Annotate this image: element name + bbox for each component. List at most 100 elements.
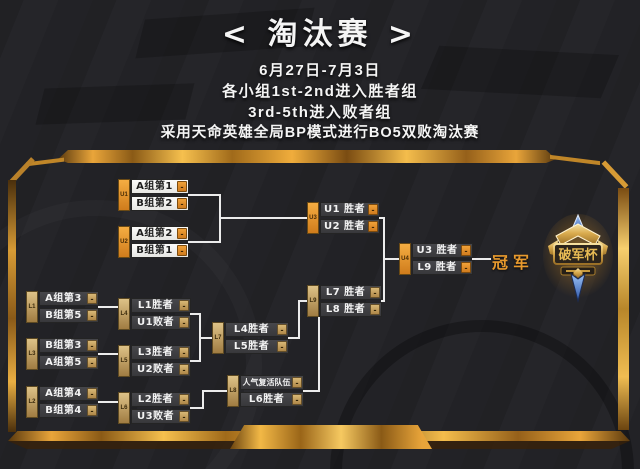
score-box: - xyxy=(179,317,189,328)
team-name: L7 胜者 xyxy=(325,287,366,298)
match-l8-slot-1: 人气复活队伍 - xyxy=(240,375,304,390)
match-l4-tab: L4 xyxy=(118,298,130,330)
match-l1-slot-2: B组第5 - xyxy=(39,308,99,323)
team-name: U1 胜者 xyxy=(323,204,366,215)
match-l7-slot-1: L4胜者 - xyxy=(225,322,289,337)
team-name: B组第4 xyxy=(45,405,82,416)
score-box: - xyxy=(461,262,471,273)
score-box: - xyxy=(87,310,97,321)
team-name: L9 胜者 xyxy=(417,262,457,273)
match-u1-tab: U1 xyxy=(118,179,130,211)
team-name: A组第3 xyxy=(45,293,82,304)
match-u4-tab: U4 xyxy=(399,243,411,275)
team-name: A组第2 xyxy=(136,228,173,239)
match-l5: L5 L3胜者 - U2败者 - xyxy=(118,345,191,377)
team-name: L3胜者 xyxy=(137,347,174,358)
match-l5-slot-2: U2败者 - xyxy=(131,362,191,377)
rule-line-losers: 3rd-5th进入败者组 xyxy=(248,104,392,121)
match-l3-slot-1: B组第3 - xyxy=(39,338,99,353)
score-box: - xyxy=(179,394,189,405)
match-l8-tab: L8 xyxy=(227,375,239,407)
trophy-emblem: 破军杯 xyxy=(543,213,613,303)
score-box: - xyxy=(370,287,380,298)
team-name: A组第5 xyxy=(45,357,82,368)
team-name: L6胜者 xyxy=(248,394,285,405)
match-l1-tab: L1 xyxy=(26,291,38,323)
match-l6-slot-1: L2胜者 - xyxy=(131,392,191,407)
score-box: - xyxy=(87,293,97,304)
match-l1: L1 A组第3 - B组第5 - xyxy=(26,291,99,323)
team-name: L2胜者 xyxy=(137,394,174,405)
match-l3: L3 B组第3 - A组第5 - xyxy=(26,338,99,370)
score-box: - xyxy=(461,245,471,256)
match-l9-slot-1: L7 胜者 - xyxy=(320,285,382,300)
score-box: - xyxy=(177,198,187,209)
match-l8: L8 人气复活队伍 - L6胜者 - xyxy=(227,375,304,407)
team-name: L4胜者 xyxy=(233,324,270,335)
trophy-diamond xyxy=(573,268,583,278)
match-l4-slot-2: U1败者 - xyxy=(131,315,191,330)
score-box: - xyxy=(177,228,187,239)
match-u2-slot-2: B组第1 - xyxy=(131,243,189,258)
score-box: - xyxy=(179,347,189,358)
match-l7-slot-2: L5胜者 - xyxy=(225,339,289,354)
score-box: - xyxy=(368,221,378,232)
match-u2-tab: U2 xyxy=(118,226,130,258)
match-l9-tab: L9 xyxy=(307,285,319,317)
match-l6: L6 L2胜者 - U3败者 - xyxy=(118,392,191,424)
match-l2-slot-2: B组第4 - xyxy=(39,403,99,418)
trophy-banner xyxy=(553,243,603,265)
score-box: - xyxy=(370,304,380,315)
trophy-bottom-spike xyxy=(570,272,586,303)
team-name: U2 胜者 xyxy=(323,221,366,232)
match-l2: L2 A组第4 - B组第4 - xyxy=(26,386,99,418)
rule-line-format: 采用天命英雄全局BP模式进行BO5双败淘汰赛 xyxy=(160,125,480,141)
trophy-title-text: 破军杯 xyxy=(558,247,598,263)
match-l1-slot-1: A组第3 - xyxy=(39,291,99,306)
team-name: U2败者 xyxy=(136,364,175,375)
match-u3-slot-1: U1 胜者 - xyxy=(320,202,380,217)
score-box: - xyxy=(179,300,189,311)
team-name: L5胜者 xyxy=(233,341,270,352)
score-box: - xyxy=(87,388,97,399)
match-l9-slot-2: L8 胜者 - xyxy=(320,302,382,317)
match-u4: U4 U3 胜者 - L9 胜者 - xyxy=(399,243,473,275)
score-box: - xyxy=(277,324,287,335)
score-box: - xyxy=(368,204,378,215)
match-u2: U2 A组第2 - B组第1 - xyxy=(118,226,189,258)
score-box: - xyxy=(292,394,302,405)
champion-label: 冠军 xyxy=(492,253,535,272)
match-u3-slot-2: U2 胜者 - xyxy=(320,219,380,234)
match-u3-tab: U3 xyxy=(307,202,319,234)
score-box: - xyxy=(292,377,302,388)
match-l6-slot-2: U3败者 - xyxy=(131,409,191,424)
frame-top-bar xyxy=(58,150,556,163)
match-u1-slot-1: A组第1 - xyxy=(131,179,189,194)
score-box: - xyxy=(177,245,187,256)
team-name: L8 胜者 xyxy=(325,304,366,315)
match-l2-tab: L2 xyxy=(26,386,38,418)
score-box: - xyxy=(177,181,187,192)
match-u1-slot-2: B组第2 - xyxy=(131,196,189,211)
page-title: < 淘汰赛 > xyxy=(221,17,419,52)
team-name: B组第2 xyxy=(136,198,173,209)
match-l6-tab: L6 xyxy=(118,392,130,424)
team-name: U3败者 xyxy=(136,411,175,422)
score-box: - xyxy=(87,405,97,416)
match-l8-slot-2: L6胜者 - xyxy=(240,392,304,407)
team-name: U3 胜者 xyxy=(416,245,458,256)
match-u4-slot-1: U3 胜者 - xyxy=(412,243,473,258)
score-box: - xyxy=(179,364,189,375)
match-l3-slot-2: A组第5 - xyxy=(39,355,99,370)
match-u3: U3 U1 胜者 - U2 胜者 - xyxy=(307,202,380,234)
team-name: B组第1 xyxy=(136,245,173,256)
score-box: - xyxy=(277,341,287,352)
match-l3-tab: L3 xyxy=(26,338,38,370)
team-name: B组第5 xyxy=(45,310,82,321)
match-l4-slot-1: L1胜者 - xyxy=(131,298,191,313)
team-name: B组第3 xyxy=(45,340,82,351)
match-l5-slot-1: L3胜者 - xyxy=(131,345,191,360)
match-u1: U1 A组第1 - B组第2 - xyxy=(118,179,189,211)
team-name: U1败者 xyxy=(136,317,175,328)
match-l7: L7 L4胜者 - L5胜者 - xyxy=(212,322,289,354)
